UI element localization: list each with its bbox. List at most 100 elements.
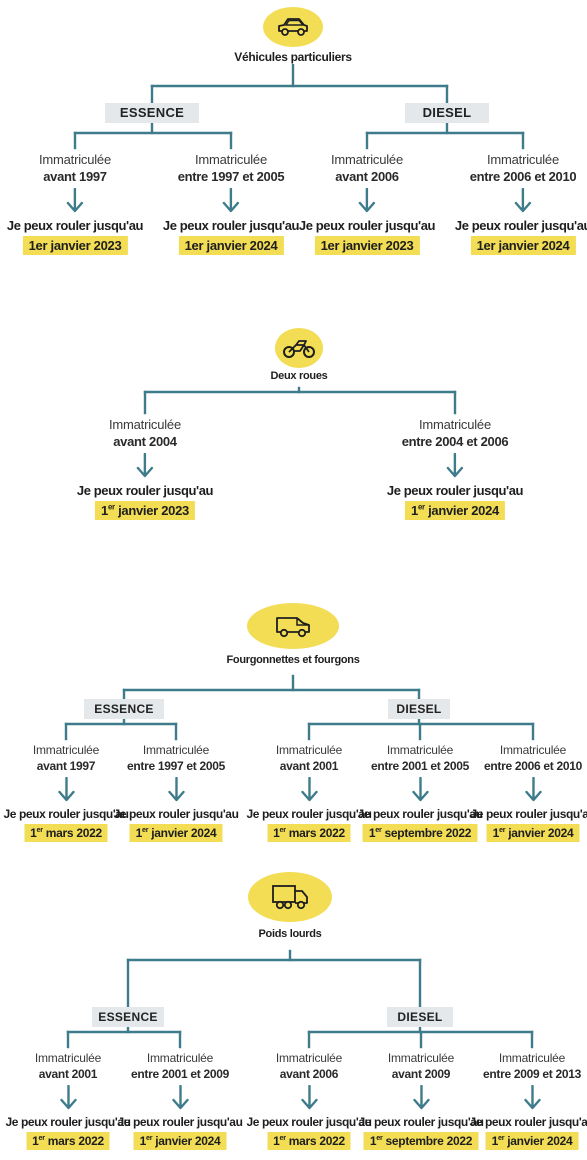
fuel-label-diesel: DIESEL bbox=[388, 699, 450, 719]
allowed-until-label: Je peux rouler jusqu'au bbox=[469, 1115, 587, 1129]
registration-period: avant 2006 bbox=[279, 1067, 339, 1081]
down-arrow-icon bbox=[57, 776, 75, 803]
allowed-until-label: Je peux rouler jusqu'au bbox=[357, 807, 483, 821]
deadline-month: mars 2022 bbox=[288, 826, 345, 840]
deadline-date: 1er mars 2022 bbox=[24, 824, 108, 842]
registration-item: Immatriculée avant 2001 Je peux rouler jus… bbox=[246, 743, 372, 842]
deadline-day-suffix: er bbox=[375, 825, 382, 834]
deadline-day: 1 bbox=[135, 826, 143, 840]
deadline-date: 1er janvier 2023 bbox=[22, 236, 128, 255]
down-arrow-icon bbox=[59, 1084, 77, 1111]
registration-label: Immatriculée bbox=[486, 152, 559, 167]
registration-label: Immatriculée bbox=[194, 152, 267, 167]
motorcycle-badge bbox=[275, 328, 323, 368]
allowed-until-label: Je peux rouler jusqu'au bbox=[76, 483, 214, 498]
deadline-date: 1er janvier 2023 bbox=[95, 501, 195, 520]
fuel-label-diesel: DIESEL bbox=[387, 1007, 453, 1027]
van-icon bbox=[273, 612, 313, 640]
deadline-day-suffix: er bbox=[499, 825, 506, 834]
deadline-day: 1 bbox=[273, 1134, 280, 1148]
allowed-until-label: Je peux rouler jusqu'au bbox=[246, 807, 372, 821]
deadline-day-suffix: er bbox=[376, 1133, 383, 1142]
deadline-month: janvier 2024 bbox=[428, 503, 499, 518]
deadline-day-suffix: er bbox=[38, 1133, 46, 1142]
deadline-day: 1er bbox=[320, 238, 340, 253]
deadline-day: 1 bbox=[273, 826, 280, 840]
deadline-date: 1er janvier 2024 bbox=[129, 824, 223, 842]
allowed-until-label: Je peux rouler jusqu'au bbox=[5, 1115, 131, 1129]
registration-label: Immatriculée bbox=[275, 743, 343, 757]
deadline-day-suffix: er bbox=[36, 825, 44, 834]
allowed-until-label: Je peux rouler jusqu'au bbox=[3, 807, 129, 821]
registration-period: entre 2001 et 2005 bbox=[370, 759, 469, 773]
down-arrow-icon bbox=[222, 187, 240, 214]
fuel-label-essence: ESSENCE bbox=[84, 699, 164, 719]
deadline-month: janvier 2023 bbox=[342, 238, 414, 253]
down-arrow-icon bbox=[300, 776, 318, 803]
deadline-date: 1er janvier 2024 bbox=[178, 236, 284, 255]
registration-period: entre 1997 et 2005 bbox=[126, 759, 225, 773]
deadline-day: 1 bbox=[369, 1134, 377, 1148]
deadline-month: janvier 2023 bbox=[118, 503, 189, 518]
deadline-day-suffix: er bbox=[498, 1133, 505, 1142]
deadline-day: 1 bbox=[491, 1134, 499, 1148]
deadline-day-suffix: er bbox=[146, 1133, 153, 1142]
registration-label: Immatriculée bbox=[386, 743, 454, 757]
registration-period: entre 2004 et 2006 bbox=[401, 434, 509, 449]
deadline-month: janvier 2024 bbox=[206, 238, 278, 253]
deadline-date: 1er janvier 2024 bbox=[470, 236, 576, 255]
down-arrow-icon bbox=[411, 776, 429, 803]
registration-period: avant 1997 bbox=[36, 759, 96, 773]
car-badge bbox=[263, 7, 323, 47]
allowed-until-label: Je peux rouler jusqu'au bbox=[298, 218, 436, 233]
deadline-month: janvier 2024 bbox=[507, 1134, 573, 1148]
vehicle-title: Poids lourds bbox=[256, 928, 324, 940]
deadline-day: 1 bbox=[101, 503, 108, 518]
deadline-day-suffix: er bbox=[279, 1133, 287, 1142]
deadline-month: janvier 2024 bbox=[508, 826, 574, 840]
down-arrow-icon bbox=[66, 187, 84, 214]
deadline-date: 1er janvier 2024 bbox=[133, 1132, 227, 1150]
registration-period: avant 2009 bbox=[391, 1067, 451, 1081]
down-arrow-icon bbox=[412, 1084, 430, 1111]
deadline-date: 1er janvier 2023 bbox=[314, 236, 420, 255]
registration-period: avant 2006 bbox=[335, 169, 399, 184]
registration-period: entre 1997 et 2005 bbox=[177, 169, 285, 184]
deadline-date: 1er septembre 2022 bbox=[363, 1132, 479, 1150]
registration-item: Immatriculée entre 2001 et 2005 Je peux ro… bbox=[357, 743, 483, 842]
deadline-day: 1 bbox=[368, 826, 376, 840]
deadline-day-suffix: er bbox=[142, 825, 149, 834]
registration-period: avant 2004 bbox=[113, 434, 177, 449]
vehicle-title: Véhicules particuliers bbox=[232, 50, 354, 64]
deadline-month: septembre 2022 bbox=[385, 1134, 473, 1148]
fuel-label-essence: ESSENCE bbox=[105, 103, 199, 123]
registration-period: avant 2001 bbox=[279, 759, 339, 773]
deadline-date: 1er mars 2022 bbox=[267, 1132, 351, 1150]
deadline-month: mars 2022 bbox=[45, 826, 102, 840]
registration-period: entre 2006 et 2010 bbox=[483, 759, 582, 773]
van-badge bbox=[247, 603, 339, 649]
down-arrow-icon bbox=[524, 776, 542, 803]
down-arrow-icon bbox=[514, 187, 532, 214]
deadline-day: 1 bbox=[32, 1134, 39, 1148]
registration-label: Immatriculée bbox=[38, 152, 111, 167]
vehicle-title: Fourgonnettes et fourgons bbox=[224, 654, 362, 666]
registration-label: Immatriculée bbox=[142, 743, 210, 757]
deadline-month: janvier 2023 bbox=[50, 238, 122, 253]
deadline-day: 1 bbox=[411, 503, 418, 518]
connector-lines bbox=[143, 386, 457, 415]
